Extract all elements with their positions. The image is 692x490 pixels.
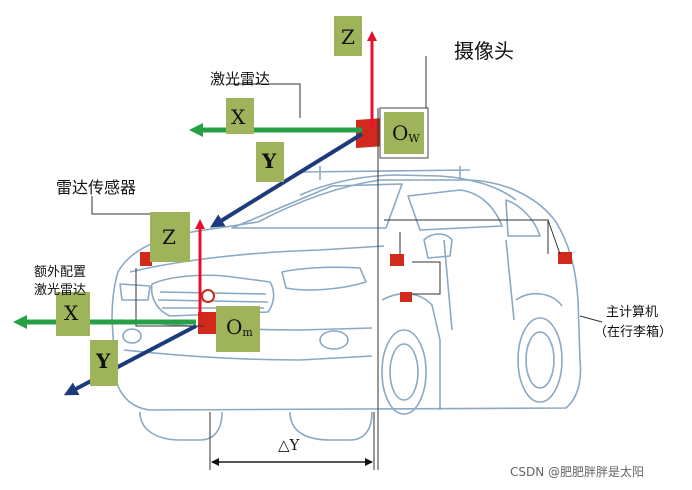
top-origin-label-box: [384, 112, 424, 154]
leader-lines: [91, 56, 603, 470]
extra-lidar-label-line2: 激光雷达: [34, 283, 86, 298]
top-z-label: Z: [341, 25, 355, 49]
lidar-label: 激光雷达: [210, 70, 270, 88]
offset-dimension: △Y: [211, 436, 373, 466]
front-origin-block: [198, 312, 216, 334]
bottom-x-label: X: [64, 301, 79, 325]
top-x-label: X: [231, 105, 246, 129]
bottom-frame: Z X Y Om: [13, 212, 260, 396]
radar-unit: [140, 252, 152, 266]
svg-text:Om: Om: [226, 315, 253, 339]
top-y-axis: [210, 132, 364, 228]
bottom-origin-sub: m: [242, 326, 253, 339]
bottom-origin-label-box: [216, 306, 260, 352]
bottom-z-label-box: [150, 212, 190, 262]
watermark: CSDN @肥肥胖胖是太阳: [510, 464, 644, 479]
top-origin-label: O: [392, 121, 408, 145]
sensor-side-1: [390, 254, 404, 266]
top-origin-sub: W: [408, 132, 420, 145]
offset-label: △Y: [278, 436, 301, 454]
radar-sensor-label: 雷达传感器: [56, 178, 136, 197]
top-x-label-box: [226, 98, 254, 134]
top-z-label-box: [334, 16, 362, 56]
camera-label: 摄像头: [454, 39, 514, 63]
front-lidar-unit: [201, 289, 215, 303]
top-y-label-box: [256, 142, 284, 182]
car-outline: [111, 166, 582, 441]
bottom-y-label: Y: [95, 349, 111, 373]
main-computer-label-line1: 主计算机: [606, 305, 658, 320]
bottom-y-label-box: [90, 340, 118, 386]
sensor-side-2: [400, 292, 412, 302]
svg-text:OW: OW: [392, 121, 420, 145]
bottom-z-label: Z: [162, 225, 176, 249]
top-y-label: Y: [261, 149, 277, 173]
bottom-x-label-box: [56, 292, 90, 336]
sensor-rear: [558, 252, 572, 264]
top-frame: Z X Y OW: [189, 16, 424, 228]
extra-lidar-label-line1: 额外配置: [34, 265, 86, 280]
main-computer-label-line2: （在行李箱）: [594, 324, 672, 340]
bottom-origin-label: O: [226, 315, 242, 339]
